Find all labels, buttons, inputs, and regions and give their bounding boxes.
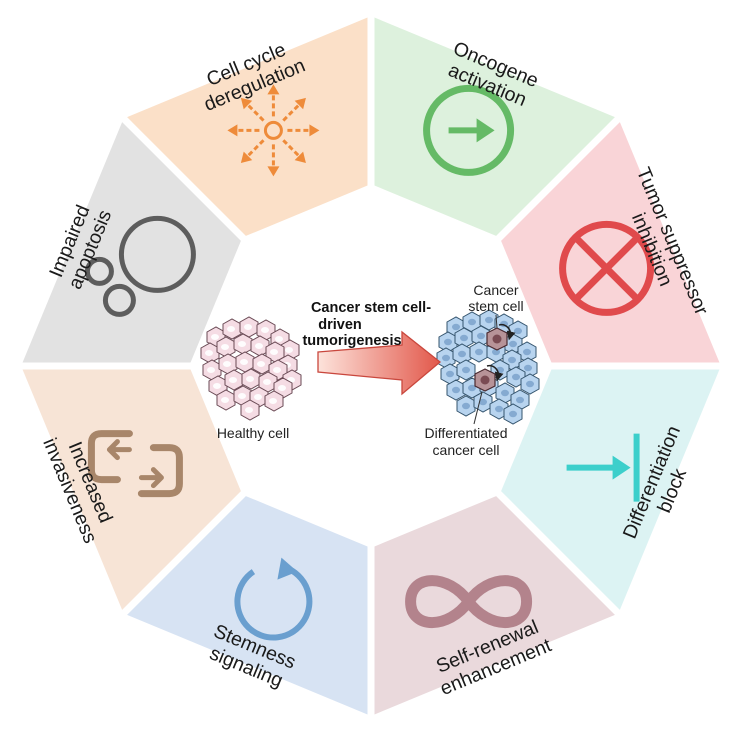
x-circle-icon (559, 220, 655, 316)
segment-self-renewal (374, 496, 615, 715)
progression-arrow (317, 330, 442, 396)
healthy-cell (202, 359, 222, 381)
tumor-cell (456, 395, 476, 417)
healthy-cell (240, 399, 260, 421)
center-title-line3: tumorigenesis (302, 333, 401, 349)
explosion-arrows-icon (227, 84, 320, 177)
healthy-cell (252, 353, 272, 375)
cycle-arrow-icon (234, 557, 313, 641)
segment-invasiveness (22, 369, 241, 610)
healthy-cell (235, 351, 255, 373)
healthy-cell (208, 375, 228, 397)
tumor-cell (456, 359, 476, 381)
tumor-cell (454, 327, 474, 349)
center-title-line2: driven (318, 317, 362, 333)
differentiated-label-line2: cancer cell (433, 442, 500, 458)
segments-ring (22, 17, 720, 715)
segment-apoptosis (22, 122, 241, 363)
center-title-line1: Cancer stem cell- (311, 300, 431, 316)
tumor-cell-cluster (436, 309, 540, 425)
healthy-cell (218, 353, 238, 375)
arrow-circle-icon (423, 84, 515, 176)
healthy-cell (250, 335, 270, 357)
stem-cell-label-line1: Cancer (473, 282, 518, 298)
healthy-cell-label: Healthy cell (217, 425, 289, 441)
healthy-cell (224, 369, 244, 391)
healthy-cell (200, 342, 220, 364)
tumor-cell (520, 373, 540, 395)
segment-tumor-suppressor (501, 122, 720, 363)
block-arrow-icon (566, 433, 640, 502)
segment-cell-cycle (127, 17, 368, 236)
segment-stemness (127, 496, 368, 715)
cancer-stem-cell (474, 364, 504, 392)
healthy-cell (216, 389, 236, 411)
tumor-cell (440, 363, 460, 385)
tumor-cell (479, 309, 499, 331)
tumor-cell (446, 379, 466, 401)
segment-differentiation-block (501, 369, 720, 610)
healthy-cell (264, 390, 284, 412)
infinity-icon (405, 575, 533, 628)
tumor-cell (452, 343, 472, 365)
healthy-cell (222, 318, 242, 340)
tumor-cell (503, 403, 523, 425)
differentiated-label-line1: Differentiated (424, 425, 507, 441)
segment-oncogene (374, 17, 615, 236)
healthy-cell-cluster (200, 316, 302, 421)
icons-layer (84, 84, 655, 641)
center-illustration: Cancer stem cell- driven tumorigenesis H… (200, 282, 540, 458)
bubbles-icon (84, 215, 196, 317)
tumor-cell (473, 391, 493, 413)
healthy-cell (233, 333, 253, 355)
tumor-cell (469, 341, 489, 363)
cancer-stem-cell (486, 323, 516, 351)
stem-cell-label-line2: stem cell (468, 298, 523, 314)
tumor-cell (436, 347, 456, 369)
healthy-cell (241, 368, 261, 390)
swap-arrows-icon (87, 430, 183, 498)
healthy-cell (216, 336, 236, 358)
